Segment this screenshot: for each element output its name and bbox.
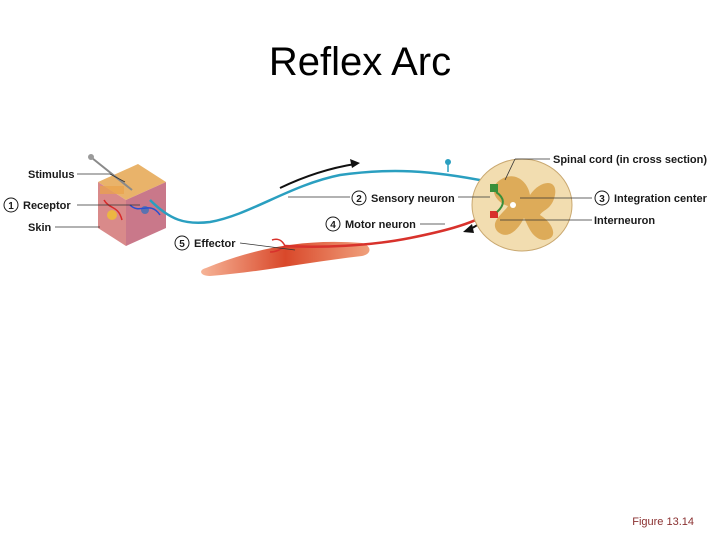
motor-neuron-label: Motor neuron — [345, 219, 416, 231]
motor-neuron-step-circle — [325, 216, 341, 232]
motor-neuron-path — [284, 210, 493, 248]
motor-neuron-step-number: 4 — [330, 220, 336, 231]
integration-center-step-number: 3 — [599, 194, 605, 205]
integration-center-label: Integration center — [614, 193, 708, 205]
receptor-label: Receptor — [23, 200, 71, 212]
effector-label: Effector — [194, 238, 236, 250]
sensory-neuron-step-number: 2 — [356, 194, 362, 205]
pin-stimulus-icon — [88, 154, 133, 191]
spinal-cord-label: Spinal cord (in cross section) — [553, 154, 707, 166]
effector-step-number: 5 — [179, 239, 185, 250]
receptor-step-circle — [3, 197, 19, 213]
sensory-neuron-step-circle — [351, 190, 367, 206]
muscle-effector-illustration — [201, 241, 370, 276]
receptor-step-number: 1 — [8, 201, 14, 212]
integration-center-step-circle — [594, 190, 610, 206]
figure-caption: Figure 13.14 — [632, 516, 694, 528]
sensory-neuron-path — [149, 169, 491, 224]
stimulus-label: Stimulus — [28, 169, 74, 181]
sensory-direction-arrow — [279, 159, 360, 189]
skin-block-illustration — [98, 164, 166, 246]
spinal-cord-cross-section — [471, 158, 573, 252]
sensory-neuron-label: Sensory neuron — [371, 193, 455, 205]
skin-label: Skin — [28, 222, 52, 234]
interneuron-label: Interneuron — [594, 215, 655, 227]
slide-title: Reflex Arc — [268, 40, 452, 84]
effector-step-circle — [174, 235, 190, 251]
